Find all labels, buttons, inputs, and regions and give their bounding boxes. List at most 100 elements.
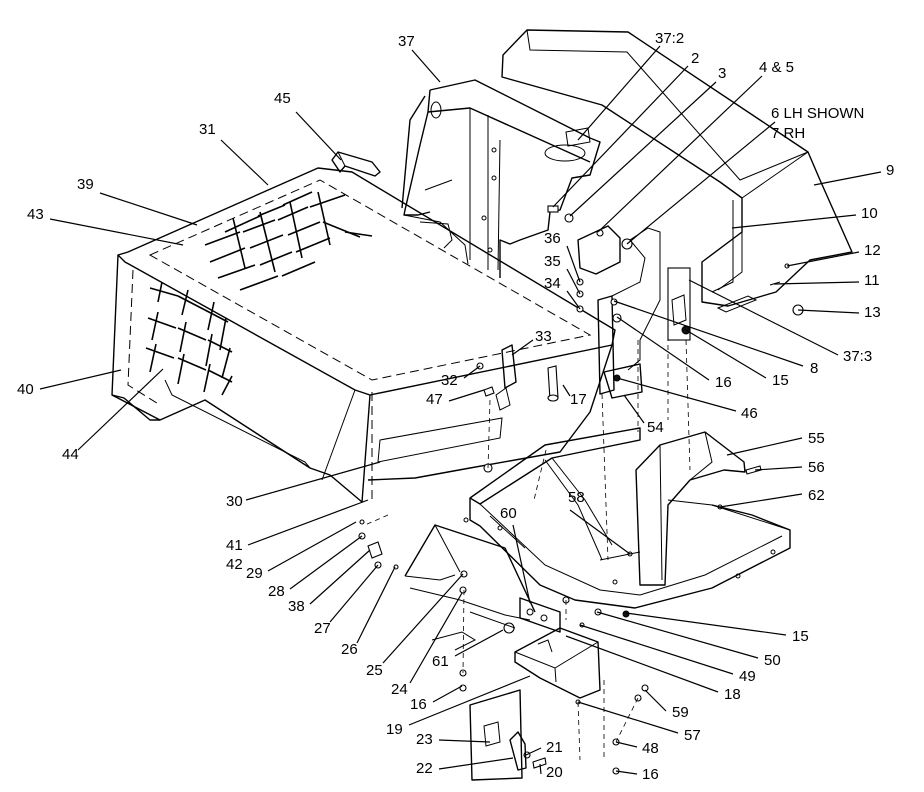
decal-vent-top — [204, 191, 373, 291]
leader-line-c36 — [566, 245, 581, 283]
callout-c37-3: 37:3 — [843, 348, 872, 365]
leader-line-c16b — [432, 685, 463, 703]
leader-line-c15b — [625, 612, 787, 636]
leader-line-c37-2 — [577, 45, 661, 141]
callout-c13: 13 — [864, 304, 881, 321]
callout-c45: 45 — [274, 90, 291, 107]
callout-c47: 47 — [426, 391, 443, 408]
part-upper-frame — [401, 79, 601, 278]
leader-line-c59 — [644, 689, 667, 712]
leader-line-c3 — [569, 81, 717, 217]
leader-line-c61 — [454, 629, 504, 657]
callout-c26: 26 — [341, 641, 358, 658]
leader-line-c49 — [579, 624, 734, 675]
callout-c15b: 15 — [792, 628, 809, 645]
leader-line-c25 — [382, 573, 464, 664]
part-lower-assembly — [469, 597, 601, 781]
callout-c43: 43 — [27, 206, 44, 223]
callout-c61: 61 — [432, 653, 449, 670]
callout-c27: 27 — [314, 620, 331, 637]
leader-line-c16c — [615, 770, 638, 775]
callout-c7: 7 RH — [771, 125, 805, 142]
leader-line-c6 — [626, 121, 776, 245]
leader-line-c45 — [295, 111, 342, 161]
callout-c36: 36 — [544, 230, 561, 247]
leader-line-c58 — [569, 509, 631, 555]
leader-line-c46 — [616, 377, 737, 412]
callout-c46: 46 — [741, 405, 758, 422]
leader-line-c57 — [577, 701, 679, 734]
callout-c59: 59 — [672, 704, 689, 721]
callout-c40: 40 — [17, 381, 34, 398]
callout-c12: 12 — [864, 242, 881, 259]
leader-line-c21 — [525, 747, 542, 756]
callout-c24: 24 — [391, 681, 408, 698]
callout-c42: 42 — [226, 556, 243, 573]
leader-line-c47 — [448, 389, 485, 402]
callout-c2: 2 — [691, 50, 699, 67]
leader-line-c31 — [220, 139, 269, 186]
leader-line-c32 — [463, 365, 481, 379]
leader-line-c30 — [245, 461, 381, 501]
leader-line-c50 — [596, 611, 759, 659]
callout-c30: 30 — [226, 493, 243, 510]
callout-c37: 37 — [398, 33, 415, 50]
callout-c34: 34 — [544, 275, 561, 292]
callout-c54: 54 — [647, 419, 664, 436]
callout-c8: 8 — [810, 360, 818, 377]
callout-c17: 17 — [570, 391, 587, 408]
leader-line-c17 — [562, 384, 571, 397]
leader-line-c12 — [786, 251, 860, 267]
callout-c20: 20 — [546, 764, 563, 781]
callout-c10: 10 — [861, 205, 878, 222]
callout-c38: 38 — [288, 598, 305, 615]
leader-line-c11 — [773, 281, 860, 285]
part-lower-frame — [463, 427, 791, 609]
leader-line-c38 — [309, 549, 371, 605]
leader-line-c9 — [813, 171, 882, 186]
leader-line-c20 — [539, 763, 542, 775]
leader-line-c16a — [616, 316, 710, 381]
decal-hood-side — [377, 417, 503, 463]
leader-line-c55 — [726, 437, 803, 456]
callout-c60: 60 — [500, 505, 517, 522]
leader-line-c24 — [409, 592, 463, 684]
decal-vent-side — [145, 281, 233, 396]
callout-c16b: 16 — [410, 696, 427, 713]
callout-c39: 39 — [77, 176, 94, 193]
callout-c25: 25 — [366, 662, 383, 679]
callout-c15a: 15 — [772, 372, 789, 389]
leader-line-c62 — [719, 493, 803, 508]
callout-c32: 32 — [441, 372, 458, 389]
callout-c21: 21 — [546, 739, 563, 756]
callout-c4-5: 4 & 5 — [759, 59, 794, 76]
leader-line-c10 — [731, 214, 857, 229]
callout-c37-2: 37:2 — [655, 30, 684, 47]
callout-c55: 55 — [808, 430, 825, 447]
callout-c48: 48 — [642, 740, 659, 757]
leader-line-c56 — [754, 466, 803, 471]
leader-line-c40 — [39, 369, 122, 390]
leader-line-c33 — [511, 339, 534, 356]
leader-line-c37 — [411, 49, 441, 83]
leader-line-c15a — [685, 329, 767, 379]
leader-line-c35 — [566, 268, 581, 295]
callout-c57: 57 — [684, 727, 701, 744]
callout-c19: 19 — [386, 721, 403, 738]
callout-c3: 3 — [718, 65, 726, 82]
callout-c28: 28 — [268, 583, 285, 600]
leader-line-c23 — [438, 739, 491, 743]
callout-c58: 58 — [568, 489, 585, 506]
callout-c44: 44 — [62, 446, 79, 463]
callout-c31: 31 — [199, 121, 216, 138]
leader-line-c19 — [408, 675, 531, 726]
callout-c29: 29 — [246, 565, 263, 582]
callout-c11: 11 — [864, 272, 880, 289]
leader-line-c60 — [512, 524, 531, 604]
leader-line-c4-5 — [597, 75, 763, 233]
callout-c16a: 16 — [715, 374, 732, 391]
leader-line-c39 — [99, 192, 198, 226]
callout-c16c: 16 — [642, 766, 659, 783]
